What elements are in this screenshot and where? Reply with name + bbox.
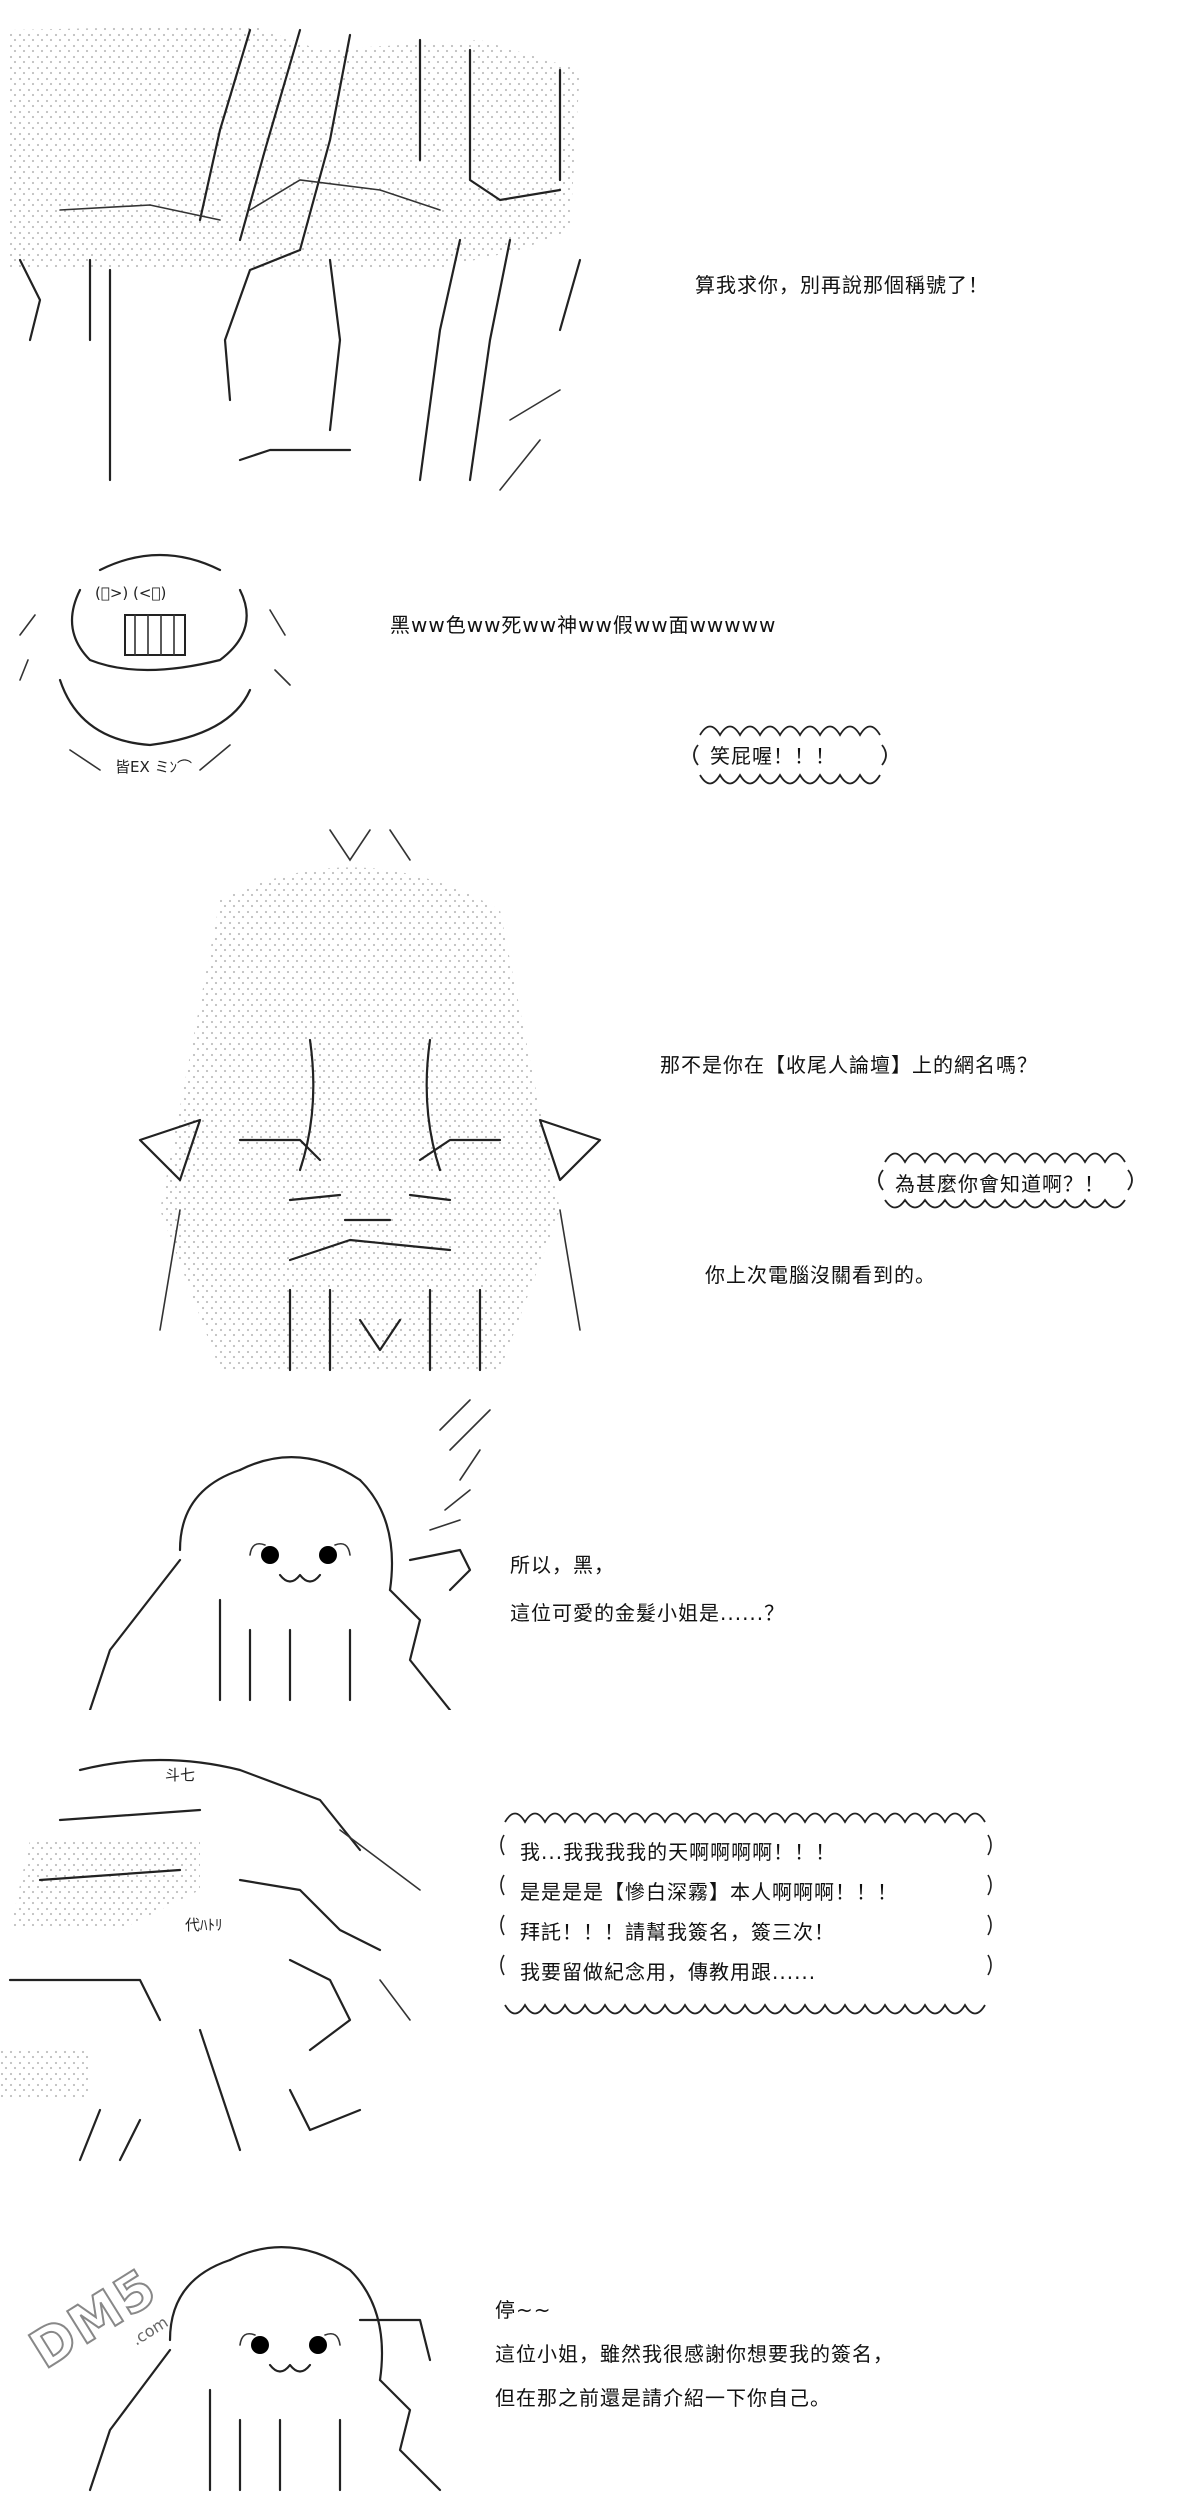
panel-6-dialogue: 停~~ 這位小姐，雖然我很感謝你想要我的簽名， 但在那之前還是請介紹一下你自己。 [495,2295,894,2413]
dialogue-line: 是是是是【慘白深霧】本人啊啊啊！！！ [520,1880,898,1904]
panel-1: 算我求你，別再說那個稱號了！ [0,0,1200,520]
shout-text: 笑屁喔！！！ [710,744,836,768]
panel-4-dialogue: 所以，黑， 這位可愛的金髮小姐是......？ [510,1550,785,1628]
panel-3: 那不是你在【收尾人論壇】上的網名嗎？ 為甚麼你會知道啊？！ 你上次電腦沒關看到的… [0,800,1200,1380]
aa-face-text: (ﾟ>) (<ﾟ) [95,584,166,602]
dialogue-box [500,1812,992,2015]
dialogue-line: 我要留做紀念用，傳教用跟...... [520,1960,817,1984]
aa-label: 皆EX ミﾝ⌒ [115,758,192,776]
aa-art-excited-figure: 斗七 代ﾊﾄﾘ [0,1758,421,2162]
aa-art-round-face-character [88,2246,442,2492]
dialogue-line: 但在那之前還是請介紹一下你自己。 [495,2386,831,2410]
aa-art-round-face-character [88,1399,491,1710]
dialogue-line: 這位小姐，雖然我很感謝你想要我的簽名， [495,2342,894,2366]
panel-3-dialogue: 那不是你在【收尾人論壇】上的網名嗎？ [660,1053,1038,1077]
dialogue-line: 拜託！！！請幫我簽名，簽三次！ [520,1920,835,1944]
shout-text: 為甚麼你會知道啊？！ [895,1172,1105,1196]
aa-art-laughing-face: (ﾟ>) (<ﾟ) 皆EX ミﾝ⌒ [19,553,291,776]
panel-2-dialogue: 黑ww色ww死ww神ww假ww面wwwww [390,613,777,637]
aa-label: 斗七 [165,1766,195,1784]
panel-2: (ﾟ>) (<ﾟ) 皆EX ミﾝ⌒ 黑ww色ww死ww神ww假ww面wwwww … [0,520,1200,790]
dialogue-line: 所以，黑， [510,1553,615,1577]
panel-5: 斗七 代ﾊﾄﾘ 我...我我我我的天啊啊啊啊！！！ 是是是是【慘白深霧】本人啊啊… [0,1730,1200,2190]
panel-1-dialogue: 算我求你，別再說那個稱號了！ [695,273,989,297]
aa-art-hair-figure [10,25,582,491]
panel-3-dialogue-2: 你上次電腦沒關看到的。 [705,1263,936,1287]
aa-art-girl-figure [138,829,602,1372]
dialogue-line: 我...我我我我的天啊啊啊啊！！！ [520,1840,837,1864]
dialogue-line: 停~~ [495,2298,552,2322]
panel-4: 所以，黑， 這位可愛的金髮小姐是......？ [0,1390,1200,1720]
dialogue-box-text: 我...我我我我的天啊啊啊啊！！！ 是是是是【慘白深霧】本人啊啊啊！！！ 拜託！… [520,1832,898,1992]
shout-bubble [693,725,887,785]
shout-bubble [878,1152,1133,1209]
aa-label: 代ﾊﾄﾘ [185,1916,223,1934]
dialogue-line: 這位可愛的金髮小姐是......？ [510,1601,786,1625]
panel-6: 停~~ 這位小姐，雖然我很感謝你想要我的簽名， 但在那之前還是請介紹一下你自己。 [0,2200,1200,2501]
